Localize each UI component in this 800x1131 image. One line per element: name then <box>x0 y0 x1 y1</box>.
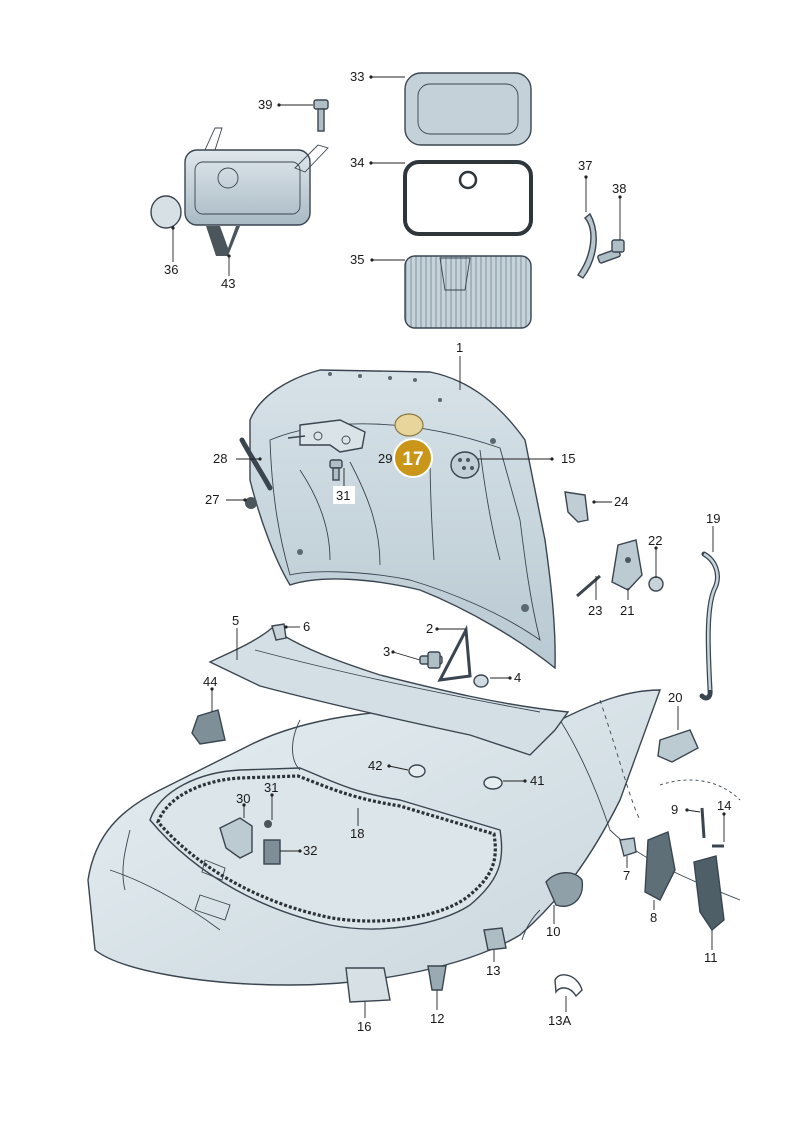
part-34-gasket <box>403 160 533 236</box>
part-16-cover <box>345 967 391 1003</box>
label-6: 6 <box>303 619 310 634</box>
part-3-bolt <box>419 651 443 669</box>
part-36-cap <box>150 195 182 229</box>
label-3: 3 <box>383 644 390 659</box>
part-22-nut <box>648 576 664 592</box>
part-37-strut <box>576 212 597 279</box>
part-11-handle <box>693 855 725 932</box>
label-33: 33 <box>350 69 364 84</box>
label-12: 12 <box>430 1011 444 1026</box>
label-44: 44 <box>203 674 217 689</box>
label-5: 5 <box>232 613 239 628</box>
part-20-handle <box>657 729 699 763</box>
label-7: 7 <box>623 868 630 883</box>
label-35: 35 <box>350 252 364 267</box>
part-42-plug <box>408 764 426 778</box>
label-11: 11 <box>704 950 718 965</box>
part-12-support <box>427 965 447 991</box>
part-17-plug <box>394 413 424 437</box>
label-37: 37 <box>578 158 592 173</box>
label-30: 30 <box>236 791 250 806</box>
label-14: 14 <box>717 798 731 813</box>
label-16: 16 <box>357 1019 371 1034</box>
part-8-lever <box>644 831 676 901</box>
label-13a: 13A <box>548 1013 571 1028</box>
label-23: 23 <box>588 603 602 618</box>
label-43: 43 <box>221 276 235 291</box>
part-4-plug <box>473 674 489 688</box>
label-41: 41 <box>530 773 544 788</box>
label-28: 28 <box>213 451 227 466</box>
label-32: 32 <box>303 843 317 858</box>
part-43-badge <box>206 226 240 256</box>
label-27: 27 <box>205 492 219 507</box>
part-13-clip <box>483 927 507 951</box>
label-9: 9 <box>671 802 678 817</box>
label-36: 36 <box>164 262 178 277</box>
label-2: 2 <box>426 621 433 636</box>
part-28-rod <box>239 437 273 491</box>
part-31-bolt-upper <box>329 459 343 481</box>
part-7-clip <box>619 837 637 857</box>
part-44-buffer <box>191 709 226 745</box>
label-29: 29 <box>378 451 392 466</box>
label-10: 10 <box>546 924 560 939</box>
latch-bracket <box>287 419 366 453</box>
part-labels: 33 34 35 39 36 43 37 38 1 28 29 27 31 15… <box>164 69 731 1034</box>
label-38: 38 <box>612 181 626 196</box>
label-31-lower: 31 <box>264 780 278 795</box>
part-24-clip <box>564 491 589 523</box>
car-body-illustration <box>87 689 741 986</box>
part-35-grille <box>404 255 532 329</box>
part-27-nut <box>245 497 257 509</box>
label-34: 34 <box>350 155 364 170</box>
label-24: 24 <box>614 494 628 509</box>
part-21-bracket <box>611 539 643 591</box>
part-39-bolt <box>313 99 329 132</box>
label-18: 18 <box>350 826 364 841</box>
label-20: 20 <box>668 690 682 705</box>
part-15-absorber <box>450 451 480 479</box>
label-21: 21 <box>620 603 634 618</box>
part-33-frame <box>404 72 532 146</box>
part-32-bracket <box>263 839 281 865</box>
part-9-pin <box>700 807 706 839</box>
part-30-lock <box>219 817 253 859</box>
highlight-label: 17 <box>402 449 423 470</box>
part-13a-clip <box>554 974 583 998</box>
part-6-clip <box>271 623 287 641</box>
label-8: 8 <box>650 910 657 925</box>
highlight-callout-17[interactable]: 17 <box>393 438 433 478</box>
label-39: 39 <box>258 97 272 112</box>
part-31-screw-lower <box>264 820 272 828</box>
label-42: 42 <box>368 758 382 773</box>
part-41-plug <box>483 776 503 790</box>
label-15: 15 <box>561 451 575 466</box>
part-23-screw <box>576 574 601 598</box>
part-38-bolt <box>597 239 625 264</box>
label-31-upper: 31 <box>336 488 350 503</box>
front-grille-assembly <box>184 127 329 226</box>
label-19: 19 <box>706 511 720 526</box>
label-22: 22 <box>648 533 662 548</box>
label-4: 4 <box>514 670 521 685</box>
part-2-bracket <box>437 624 472 682</box>
part-10-cable-holder <box>545 872 584 907</box>
label-13: 13 <box>486 963 500 978</box>
label-1: 1 <box>456 340 463 355</box>
leader-lines <box>171 75 726 1018</box>
